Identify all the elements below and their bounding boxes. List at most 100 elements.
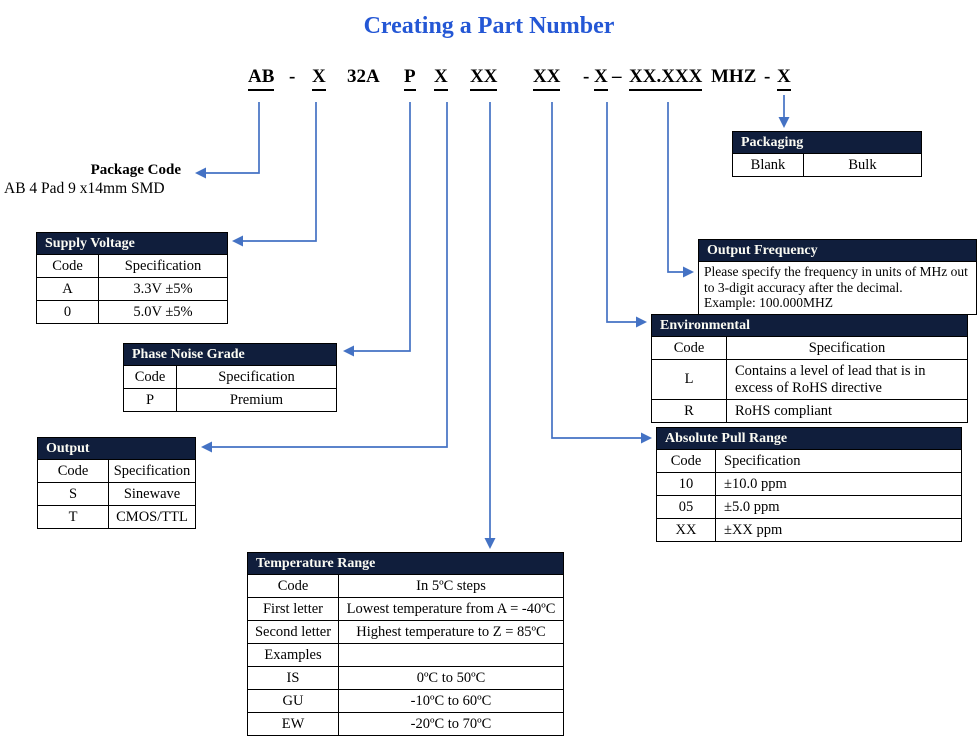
col-code: Code [37,255,99,277]
table-row: IS 0ºC to 50ºC [248,666,563,689]
temperature-range-title: Temperature Range [248,553,563,575]
table-row: Examples [248,643,563,666]
pn-segment-supply-voltage: X [312,66,326,91]
cell-code: First letter [248,598,339,620]
arrow-p-to-phase-noise [343,102,411,357]
arrow-x-to-environmental [606,102,647,328]
cell-bulk: Bulk [848,156,877,173]
cell-code: IS [248,667,339,689]
arrow-xx-to-absolute-pull [551,102,652,444]
cell-code: XX [657,519,716,541]
cell-code: 10 [657,473,716,495]
temperature-range-table: Temperature Range Code In 5ºC steps Firs… [247,552,564,736]
absolute-pull-range-title: Absolute Pull Range [657,428,961,450]
table-row: EW -20ºC to 70ºC [248,712,563,735]
output-frequency-text: Please specify the frequency in units of… [704,264,968,295]
cell-spec [339,644,563,666]
arrow-x-to-supply-voltage [232,102,317,247]
table-header-row: Code Specification [37,255,227,277]
absolute-pull-range-table: Absolute Pull Range Code Specification 1… [656,427,962,542]
col-specification: Specification [124,257,202,274]
cell-code: 0 [37,301,99,323]
output-table: Output Code Specification S Sinewave T C… [37,437,196,529]
cell-code: T [38,506,109,528]
phase-noise-table: Phase Noise Grade Code Specification P P… [123,343,337,412]
pn-segment-phase-noise: P [404,66,416,91]
table-row: XX ±XX ppm [657,518,961,541]
col-code: Code [38,460,109,482]
cell-code: EW [248,713,339,735]
table-row: T CMOS/TTL [38,505,195,528]
pn-segment-frequency: XX.XXX [629,66,703,91]
pn-segment-package: AB [248,66,275,91]
packaging-table: Packaging Blank Bulk [732,131,922,177]
cell-code: Code [248,575,339,597]
page-title: Creating a Part Number [363,13,615,39]
col-code: Code [652,337,727,359]
pn-segment-output: X [434,66,448,91]
table-header-row: Code Specification [657,450,961,472]
table-row: S Sinewave [38,482,195,505]
cell-code: S [38,483,109,505]
table-header-row: Code Specification [124,366,336,388]
supply-voltage-title: Supply Voltage [37,233,227,255]
cell-code: Examples [248,644,339,666]
table-row: L Contains a level of lead that is in ex… [652,359,967,399]
table-row: R RoHS compliant [652,399,967,422]
col-code: Code [124,366,177,388]
package-code-description: AB 4 Pad 9 x14mm SMD [4,180,165,197]
cell-spec: ±XX ppm [724,521,783,538]
table-row: GU -10ºC to 60ºC [248,689,563,712]
col-code: Code [657,450,716,472]
table-row: A 3.3V ±5% [37,277,227,300]
phase-noise-title: Phase Noise Grade [124,344,336,366]
output-frequency-title: Output Frequency [699,240,976,262]
pn-separator: – [612,66,622,87]
output-frequency-box: Output Frequency Please specify the freq… [698,239,977,315]
table-row: P Premium [124,388,336,411]
cell-code: A [37,278,99,300]
pn-segment-series: 32A [347,66,380,87]
col-specification: Specification [218,368,295,385]
output-frequency-example: Example: 100.000MHZ [704,295,833,310]
environmental-table: Environmental Code Specification L Conta… [651,314,968,423]
col-specification: Specification [808,339,886,356]
table-row: Second letter Highest temperature to Z =… [248,620,563,643]
col-specification: Specification [113,462,191,479]
cell-spec: -10ºC to 60ºC [410,692,492,709]
cell-spec: In 5ºC steps [416,577,486,594]
table-header-row: Code Specification [652,337,967,359]
cell-code: L [652,360,727,399]
cell-spec: Highest temperature to Z = 85ºC [356,623,546,640]
packaging-title: Packaging [733,132,921,154]
table-row: 05 ±5.0 ppm [657,495,961,518]
pn-separator: - [764,66,771,87]
supply-voltage-table: Supply Voltage Code Specification A 3.3V… [36,232,228,324]
cell-code: P [124,389,177,411]
cell-spec: 5.0V ±5% [133,303,193,320]
table-row: First letter Lowest temperature from A =… [248,597,563,620]
cell-spec: CMOS/TTL [116,508,188,525]
table-row: 10 ±10.0 ppm [657,472,961,495]
cell-spec: 0ºC to 50ºC [416,669,486,686]
pn-segment-environmental: X [594,66,608,91]
pn-separator: - [289,66,296,87]
cell-code: 05 [657,496,716,518]
pn-unit-mhz: MHZ [711,66,757,87]
cell-spec: ±10.0 ppm [724,475,787,492]
output-frequency-note: Please specify the frequency in units of… [699,262,976,314]
cell-spec: Sinewave [123,485,181,502]
cell-spec: -20ºC to 70ºC [410,715,492,732]
arrow-xxxxx-to-output-frequency [667,102,694,278]
pn-segment-packaging: X [777,66,791,91]
arrow-ab-to-package-code [195,102,260,179]
pn-segment-temperature: XX [470,66,498,91]
table-row: 0 5.0V ±5% [37,300,227,323]
col-specification: Specification [724,452,801,469]
pn-segment-pull-range: XX [533,66,561,91]
cell-code: GU [248,690,339,712]
cell-spec: 3.3V ±5% [133,280,193,297]
environmental-title: Environmental [652,315,967,337]
cell-spec: RoHS compliant [735,402,833,419]
cell-spec: Lowest temperature from A = -40ºC [346,600,556,617]
